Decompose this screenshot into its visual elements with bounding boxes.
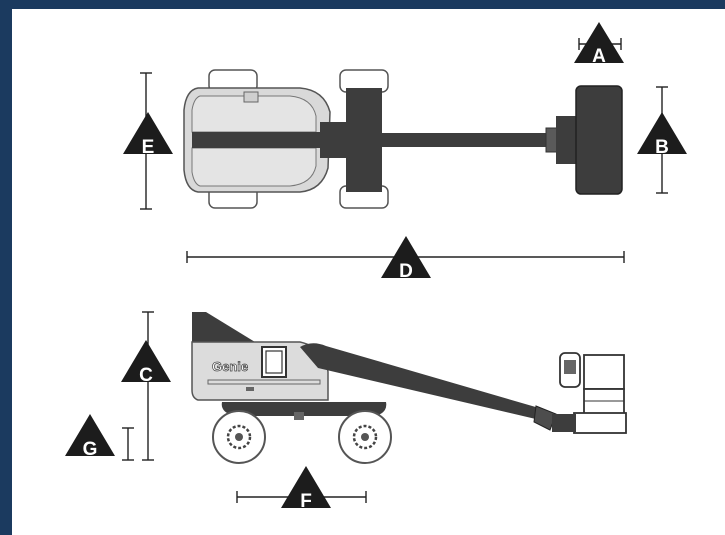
side-body-stripe (207, 379, 321, 385)
top-view (183, 69, 623, 209)
side-platform (552, 352, 627, 434)
dimension-letter-e: E (142, 137, 155, 158)
top-hood-cap (243, 91, 259, 103)
dimension-letter-c: C (139, 365, 153, 386)
frame-left-border (0, 0, 12, 535)
dimension-letter-a: A (592, 46, 606, 67)
top-hood-lower (191, 147, 317, 187)
side-view: Genie (191, 312, 627, 464)
frame-top-border (0, 0, 725, 9)
side-counterweight (192, 312, 255, 342)
dimension-label-f: F (281, 466, 331, 512)
side-body-vent (246, 387, 254, 391)
side-wheel-rear (212, 410, 266, 464)
side-chassis (221, 402, 387, 416)
dimension-label-a: A (574, 22, 624, 67)
dimension-letter-d: D (399, 261, 413, 282)
top-platform (575, 85, 623, 195)
dimension-letter-f: F (300, 491, 312, 512)
dimension-label-g: G (65, 414, 115, 460)
dimension-label-c: C (121, 340, 171, 386)
dimension-label-e: E (123, 112, 173, 158)
top-boom-arm (362, 133, 548, 147)
dimension-label-d: D (381, 236, 431, 282)
genie-logo: Genie (212, 359, 248, 374)
dimension-label-b: B (637, 112, 687, 158)
dimension-letter-b: B (655, 137, 669, 158)
side-access-door-inner (265, 350, 283, 374)
side-wheel-front (338, 410, 392, 464)
side-boom-arm (300, 343, 546, 420)
top-boom-base (192, 132, 362, 148)
dimension-letter-g: G (83, 439, 98, 460)
side-chassis-step (294, 412, 304, 420)
side-jib (533, 405, 557, 431)
